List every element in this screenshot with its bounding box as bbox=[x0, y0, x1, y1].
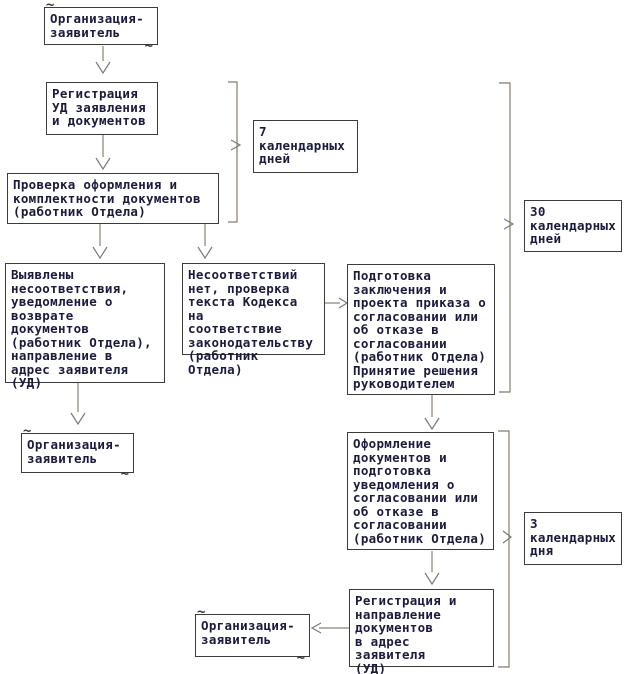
arrow-prepare-to-formalize bbox=[424, 395, 440, 431]
arrow-org-to-registration bbox=[95, 46, 111, 75]
duration-3-days: 3 календарных дня bbox=[524, 512, 622, 565]
node-discrepancies-found: Выявлены несоответствия, уведомление о в… bbox=[5, 263, 165, 389]
node-prepare-decision: Подготовка заключения и проекта приказа … bbox=[347, 264, 495, 395]
node-check-docs: Проверка оформления и комплектности доку… bbox=[7, 173, 219, 224]
node-registration-ud: Регистрация УД заявления и документов bbox=[46, 82, 158, 135]
bracket-7-days bbox=[228, 81, 242, 223]
arrow-no-discrepancies-to-prepare bbox=[325, 297, 349, 309]
arrow-registration-to-check bbox=[95, 135, 111, 171]
duration-7-days: 7 календарных дней bbox=[253, 120, 358, 173]
node-register-send: Регистрация и направление документов в а… bbox=[349, 589, 494, 674]
arrow-discrepancies-to-org-mid bbox=[70, 383, 86, 426]
node-org-top: Организация- заявитель bbox=[44, 0, 158, 53]
arrow-formalize-to-register bbox=[424, 551, 440, 586]
arrow-check-to-discrepancies bbox=[92, 224, 108, 260]
node-formalize-docs: Оформление документов и подготовка уведо… bbox=[347, 432, 494, 550]
bracket-30-days bbox=[499, 82, 515, 393]
node-no-discrepancies: Несоответствий нет, проверка текста Коде… bbox=[182, 263, 325, 376]
duration-30-days: 30 календарных дней bbox=[524, 200, 622, 252]
arrow-check-to-no-discrepancies bbox=[197, 224, 213, 260]
bracket-3-days bbox=[498, 430, 512, 668]
node-org-bottom: Организация- заявитель bbox=[195, 606, 310, 665]
node-org-mid: Организация- заявитель bbox=[21, 425, 134, 481]
arrow-register-to-org-bottom bbox=[310, 622, 349, 634]
